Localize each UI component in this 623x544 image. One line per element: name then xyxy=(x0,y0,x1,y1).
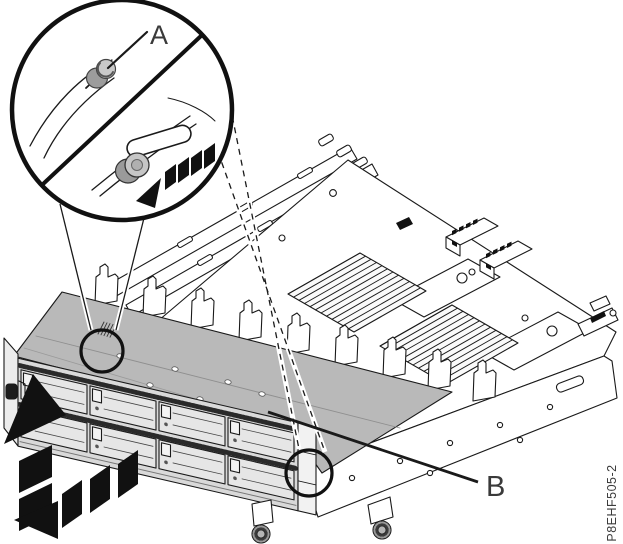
bezel-end-cap xyxy=(297,422,317,516)
rear-connector-2 xyxy=(468,240,533,280)
drive-bays xyxy=(20,369,295,501)
heatsink-2 xyxy=(379,304,591,385)
latch-button-detail xyxy=(29,58,117,159)
slide-latch-arrow-icon xyxy=(136,143,215,208)
wall-thumbscrew xyxy=(367,496,394,540)
callout-b-label: B xyxy=(486,471,505,503)
interior-brackets xyxy=(94,263,497,404)
rear-connector-1 xyxy=(445,217,499,257)
callout-a-label: A xyxy=(150,20,168,50)
callout-a: A xyxy=(106,20,168,70)
bezel-thumbscrew xyxy=(251,499,274,544)
right-end-latch xyxy=(577,295,619,337)
projection-lines xyxy=(57,94,328,453)
highlight-circle-left xyxy=(79,328,125,374)
board-chip xyxy=(396,217,413,230)
removal-arrows xyxy=(4,374,138,539)
highlight-circle-right xyxy=(284,448,334,498)
bezel-front xyxy=(17,357,317,516)
magnifier-inset: A xyxy=(9,0,235,223)
chassis-illustration xyxy=(3,133,619,544)
slide-slot-detail xyxy=(91,97,216,197)
callout-b: B xyxy=(267,410,505,503)
part-number-label: P8EHF505-2 xyxy=(605,464,619,541)
removal-arrow-out xyxy=(14,450,138,539)
